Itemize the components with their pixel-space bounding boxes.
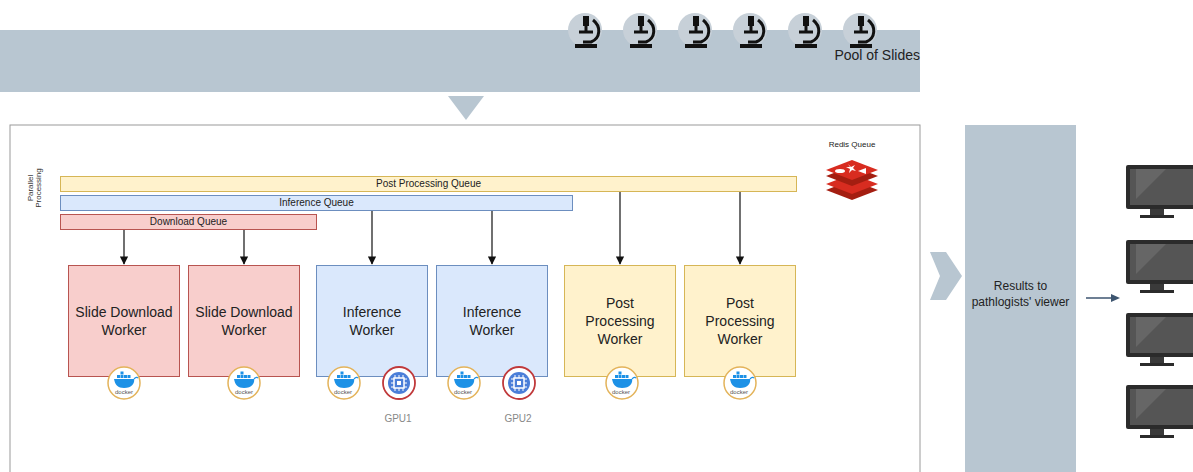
node-text: Inference Queue (279, 198, 354, 208)
docker-icon (446, 365, 482, 401)
group-label: Parallel Processing (27, 162, 44, 214)
docker-icon (722, 365, 758, 401)
queue-connector (371, 211, 372, 264)
node-text: Inference Worker (322, 303, 422, 339)
worker-box: Slide Download Worker (68, 265, 180, 377)
redis-logo (826, 160, 878, 200)
monitor-icons (1126, 165, 1193, 438)
node-text: Inference Worker (442, 303, 542, 339)
worker-box: Slide Download Worker (188, 265, 300, 377)
legend-label: Redis Queue (829, 141, 876, 149)
node-text: Post Processing Worker (690, 294, 790, 349)
worker-box: Post Processing Worker (564, 265, 676, 377)
flow-arrow (448, 96, 484, 120)
flow-arrow (930, 252, 962, 300)
pipeline-container (10, 125, 920, 472)
microscope-icons (568, 13, 877, 47)
pool-band (0, 30, 920, 92)
docker-icon (226, 365, 262, 401)
queue-bar: Post Processing Queue (60, 176, 797, 192)
results-band (965, 125, 1076, 472)
docker-label: docker (454, 389, 472, 395)
node-text: Slide Download Worker (74, 303, 174, 339)
queue-connector (619, 192, 620, 264)
queue-bar: Download Queue (60, 214, 317, 230)
worker-box: Post Processing Worker (684, 265, 796, 377)
node-text: Slide Download Worker (194, 303, 294, 339)
worker-box: Inference Worker (436, 265, 548, 377)
node-text: Post Processing Queue (376, 179, 481, 189)
node-text: Results to pathlogists' viewer (971, 279, 1070, 310)
output-arrowhead (1111, 294, 1120, 302)
results-band: Results to pathlogists' viewer (965, 240, 1076, 350)
node-text: Download Queue (150, 217, 227, 227)
queue-bar: Inference Queue (60, 195, 573, 211)
output-arrow (1086, 297, 1112, 299)
queue-connector (739, 192, 740, 264)
docker-label: docker (334, 389, 352, 395)
docker-label: docker (235, 389, 253, 395)
gpu-icon (501, 365, 537, 401)
gpu-label: GPU2 (504, 414, 531, 425)
node-text: Post Processing Worker (570, 294, 670, 349)
docker-label: docker (730, 389, 748, 395)
queue-connector (491, 211, 492, 264)
gpu-label: GPU1 (384, 414, 411, 425)
docker-icon (326, 365, 362, 401)
queue-connector (243, 230, 244, 264)
node-text: Pool of Slides (834, 46, 920, 64)
docker-label: docker (612, 389, 630, 395)
docker-icon (106, 365, 142, 401)
docker-label: docker (115, 389, 133, 395)
gpu-icon (381, 365, 417, 401)
pool-band: Pool of Slides (0, 30, 920, 92)
worker-box: Inference Worker (316, 265, 428, 377)
queue-connector (123, 230, 124, 264)
docker-icon (604, 365, 640, 401)
